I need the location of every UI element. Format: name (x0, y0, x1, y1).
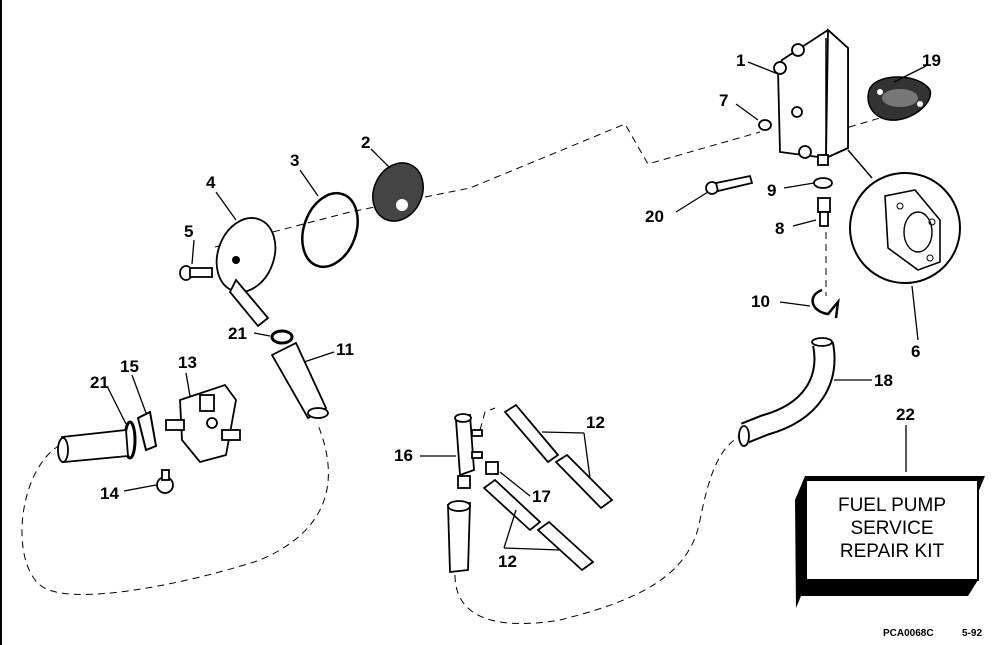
leader-lines (107, 61, 927, 551)
callout-17: 17 (532, 487, 551, 506)
part-3-oring (301, 191, 359, 269)
callout-16: 16 (394, 446, 413, 465)
callout-19: 19 (922, 51, 941, 70)
part-4-cover (215, 217, 277, 328)
kit-line-1: FUEL PUMP (838, 495, 946, 516)
part-9-oring (813, 177, 833, 189)
callout-2: 2 (361, 133, 370, 152)
part-20-screw (705, 174, 754, 195)
part-6-detail-circle (847, 149, 961, 284)
part-16-tee-fitting (454, 413, 483, 489)
part-13-valve (165, 383, 241, 464)
part-7-oring (758, 119, 772, 131)
callout-21-upper: 21 (228, 324, 247, 343)
callout-12-lower: 12 (498, 552, 517, 571)
callout-13: 13 (178, 353, 197, 372)
callout-20: 20 (645, 207, 664, 226)
part-15-clamp (136, 410, 158, 452)
callout-21-lower: 21 (90, 373, 109, 392)
part-17-connector (485, 461, 499, 475)
figure-code: PCA0068C (883, 628, 934, 639)
callout-14: 14 (100, 484, 119, 503)
callout-15: 15 (120, 357, 139, 376)
callout-4: 4 (206, 173, 216, 192)
kit-line-2: SERVICE (850, 518, 933, 539)
fuel-pump-body (773, 28, 849, 166)
tee-lower-hose (447, 500, 471, 574)
part-8-fitting (817, 197, 831, 227)
left-hose (57, 429, 129, 463)
part-2-filter-screen (372, 162, 424, 222)
callout-8: 8 (775, 219, 784, 238)
callout-7: 7 (719, 91, 728, 110)
callout-5: 5 (184, 222, 193, 241)
callouts: 1 2 3 4 5 6 7 8 9 10 11 12 12 13 14 15 1… (90, 51, 941, 571)
part-10-clip (811, 288, 840, 319)
figure-date: 5-92 (962, 628, 982, 639)
part-5-screw (179, 265, 213, 281)
kit-line-3: REPAIR KIT (840, 541, 945, 562)
callout-9: 9 (767, 181, 776, 200)
part-12-hose-segments (482, 403, 614, 572)
callout-22: 22 (896, 405, 915, 424)
callout-1: 1 (736, 51, 745, 70)
part-21-clamp-upper (270, 329, 294, 345)
callout-11: 11 (336, 340, 354, 359)
part-11-hose (270, 341, 329, 420)
part-14-screw (156, 469, 174, 494)
part-19-gasket (867, 76, 932, 121)
callout-10: 10 (751, 292, 770, 311)
callout-6: 6 (911, 342, 920, 361)
callout-18: 18 (874, 371, 893, 390)
callout-3: 3 (290, 151, 299, 170)
part-18-hose (741, 342, 834, 442)
part-22-kit-box (795, 476, 985, 608)
callout-12-upper: 12 (586, 413, 605, 432)
